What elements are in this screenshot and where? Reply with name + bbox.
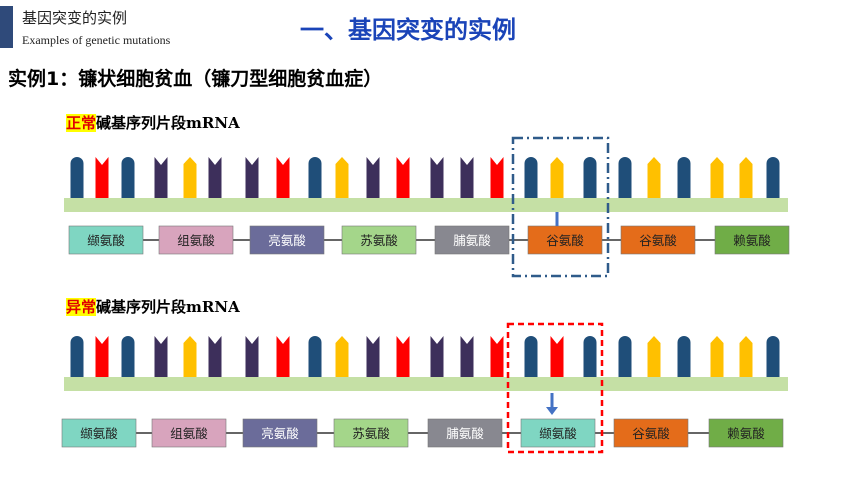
abnormal-sequence-label: 异常碱基序列片段mRNA xyxy=(66,296,240,317)
normal-base-yellow xyxy=(335,157,349,198)
normal-base-red xyxy=(490,157,504,198)
corner-accent-bar xyxy=(0,6,13,48)
normal-highlight: 正常 xyxy=(66,114,97,132)
normal-amino-box xyxy=(68,225,144,255)
abnormal-base-blue xyxy=(121,336,135,377)
abnormal-base-blue xyxy=(677,336,691,377)
abnormal-amino-label: 苏氨酸 xyxy=(352,426,390,441)
normal-base-purple xyxy=(208,157,222,198)
normal-base-yellow xyxy=(739,157,753,198)
normal-base-yellow xyxy=(183,157,197,198)
abnormal-base-red xyxy=(276,336,290,377)
abnormal-highlight: 异常 xyxy=(66,298,97,316)
abnormal-base-red xyxy=(490,336,504,377)
normal-amino-label: 谷氨酸 xyxy=(546,233,584,248)
normal-base-blue xyxy=(121,157,135,198)
normal-amino-box xyxy=(620,225,696,255)
abnormal-codon-highlight-box xyxy=(506,322,604,454)
abnormal-base-yellow xyxy=(335,336,349,377)
normal-amino-box xyxy=(158,225,234,255)
abnormal-amino-label: 亮氨酸 xyxy=(261,426,299,441)
normal-base-blue xyxy=(618,157,632,198)
abnormal-amino-box xyxy=(61,418,137,448)
normal-base-yellow xyxy=(550,157,564,198)
normal-base-red xyxy=(95,157,109,198)
abnormal-amino-box xyxy=(520,418,596,448)
corner-subtitle: Examples of genetic mutations xyxy=(22,33,171,47)
abnormal-amino-box xyxy=(333,418,409,448)
abnormal-base-purple xyxy=(245,336,259,377)
abnormal-base-blue xyxy=(308,336,322,377)
abnormal-base-purple xyxy=(430,336,444,377)
main-title: 一、基因突变的实例 xyxy=(300,16,516,44)
normal-amino-label: 赖氨酸 xyxy=(733,233,771,248)
abnormal-base-blue xyxy=(618,336,632,377)
abnormal-base-yellow xyxy=(710,336,724,377)
normal-amino-label: 脯氨酸 xyxy=(453,233,491,248)
abnormal-base-purple xyxy=(460,336,474,377)
normal-base-blue xyxy=(524,157,538,198)
abnormal-base-blue xyxy=(70,336,84,377)
abnormal-base-yellow xyxy=(183,336,197,377)
normal-amino-box xyxy=(527,225,603,255)
normal-codon-highlight-box xyxy=(511,136,610,278)
abnormal-base-red xyxy=(95,336,109,377)
abnormal-mrna-backbone xyxy=(64,377,788,391)
normal-base-blue xyxy=(677,157,691,198)
abnormal-amino-box xyxy=(242,418,318,448)
normal-amino-label: 苏氨酸 xyxy=(360,233,398,248)
abnormal-amino-box xyxy=(151,418,227,448)
abnormal-base-blue xyxy=(524,336,538,377)
normal-base-purple xyxy=(460,157,474,198)
abnormal-base-purple xyxy=(366,336,380,377)
normal-base-purple xyxy=(245,157,259,198)
abnormal-amino-label: 脯氨酸 xyxy=(446,426,484,441)
normal-base-red xyxy=(276,157,290,198)
normal-base-blue xyxy=(766,157,780,198)
abnormal-amino-box xyxy=(613,418,689,448)
normal-base-blue xyxy=(583,157,597,198)
normal-base-yellow xyxy=(710,157,724,198)
abnormal-base-red xyxy=(396,336,410,377)
abnormal-base-blue xyxy=(766,336,780,377)
abnormal-translation-arrow-head xyxy=(546,407,558,415)
abnormal-amino-label: 谷氨酸 xyxy=(632,426,670,441)
abnormal-amino-label: 组氨酸 xyxy=(170,426,208,441)
normal-mrna-backbone xyxy=(64,198,788,212)
abnormal-label-rest: 碱基序列片段mRNA xyxy=(96,298,240,316)
normal-base-blue xyxy=(70,157,84,198)
normal-amino-box xyxy=(434,225,510,255)
normal-base-red xyxy=(396,157,410,198)
normal-label-rest: 碱基序列片段mRNA xyxy=(96,114,240,132)
normal-amino-box xyxy=(249,225,325,255)
corner-title: 基因突变的实例 xyxy=(22,9,128,27)
abnormal-base-blue xyxy=(583,336,597,377)
normal-amino-label: 组氨酸 xyxy=(177,233,215,248)
abnormal-amino-label: 赖氨酸 xyxy=(727,426,765,441)
abnormal-base-yellow xyxy=(647,336,661,377)
abnormal-base-red xyxy=(550,336,564,377)
normal-amino-label: 缬氨酸 xyxy=(87,233,125,248)
normal-amino-label: 亮氨酸 xyxy=(268,233,306,248)
normal-sequence-label: 正常碱基序列片段mRNA xyxy=(66,112,240,133)
abnormal-base-purple xyxy=(154,336,168,377)
abnormal-amino-box xyxy=(427,418,503,448)
normal-base-yellow xyxy=(647,157,661,198)
normal-amino-box xyxy=(714,225,790,255)
normal-base-purple xyxy=(154,157,168,198)
abnormal-amino-label: 缬氨酸 xyxy=(539,426,577,441)
normal-amino-box xyxy=(341,225,417,255)
example-heading: 实例1：镰状细胞贫血（镰刀型细胞贫血症） xyxy=(8,68,383,90)
abnormal-base-yellow xyxy=(739,336,753,377)
normal-base-purple xyxy=(366,157,380,198)
normal-base-purple xyxy=(430,157,444,198)
normal-base-blue xyxy=(308,157,322,198)
normal-amino-label: 谷氨酸 xyxy=(639,233,677,248)
abnormal-amino-box xyxy=(708,418,784,448)
abnormal-amino-label: 缬氨酸 xyxy=(80,426,118,441)
abnormal-base-purple xyxy=(208,336,222,377)
